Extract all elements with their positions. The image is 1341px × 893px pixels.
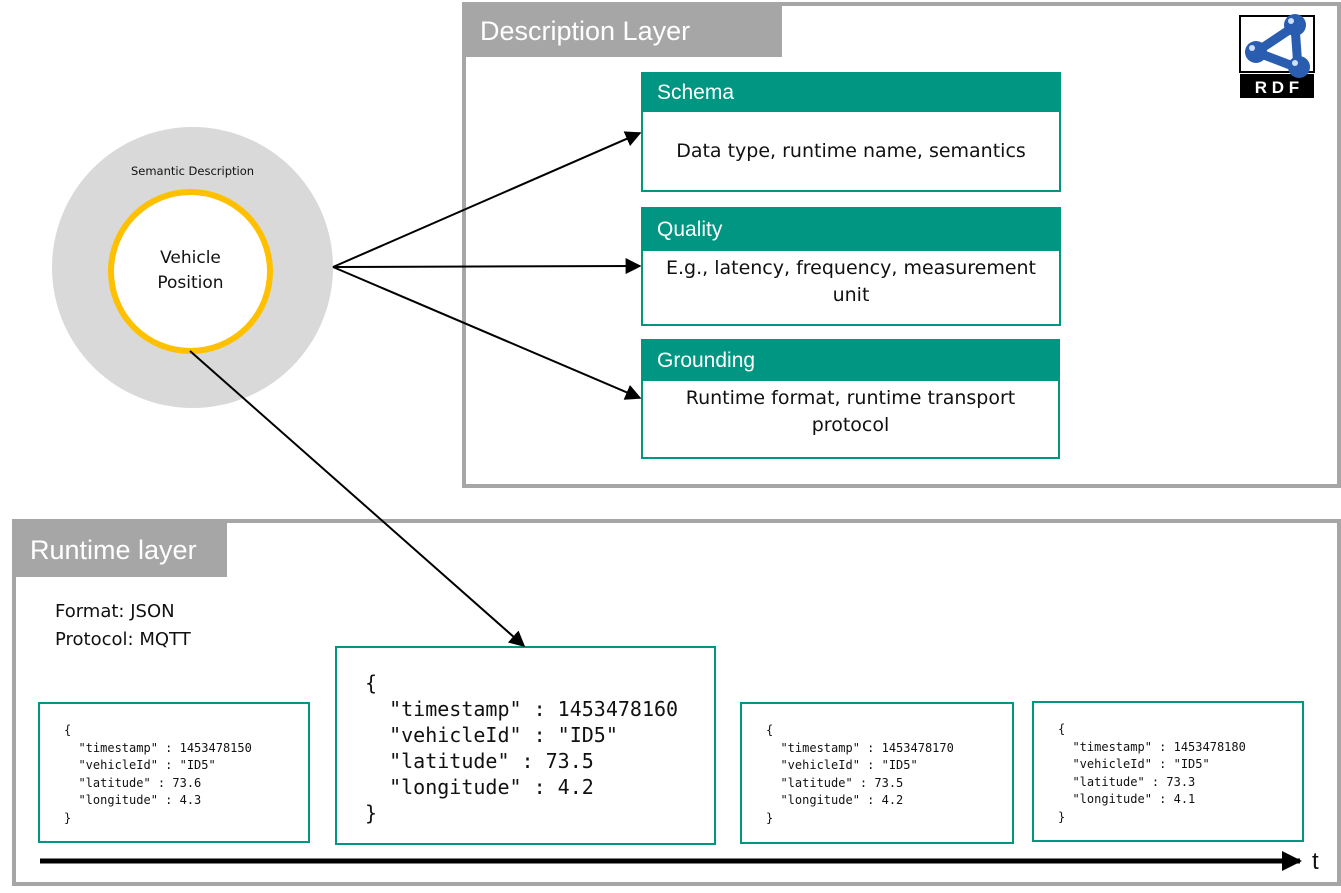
json-event-3-text: { "timestamp" : 1453478170 "vehicleId" :…	[766, 723, 954, 825]
format-line: Format: JSON	[55, 601, 175, 622]
quality-title: Quality	[643, 209, 1059, 251]
json-event-1: { "timestamp" : 1453478150 "vehicleId" :…	[38, 702, 310, 843]
schema-title: Schema	[643, 74, 1059, 112]
runtime-format-info: Format: JSON Protocol: MQTT	[55, 598, 191, 654]
quality-body: E.g., latency, frequency, measurement un…	[665, 257, 1037, 306]
protocol-line: Protocol: MQTT	[55, 629, 191, 650]
json-event-4: { "timestamp" : 1453478180 "vehicleId" :…	[1032, 701, 1304, 842]
time-axis-label: t	[1312, 848, 1319, 875]
rdf-logo: R D F	[1238, 12, 1318, 100]
grounding-body: Runtime format, runtime transport protoc…	[685, 387, 1016, 436]
json-event-2: { "timestamp" : 1453478160 "vehicleId" :…	[335, 646, 716, 845]
vehicle-position-line1: Vehicle	[160, 248, 221, 268]
json-event-3: { "timestamp" : 1453478170 "vehicleId" :…	[740, 702, 1014, 844]
semantic-description-caption: Semantic Description	[130, 164, 255, 178]
runtime-layer-title: Runtime layer	[16, 523, 227, 577]
grounding-box: Grounding Runtime format, runtime transp…	[641, 339, 1060, 459]
schema-box: Schema Data type, runtime name, semantic…	[641, 72, 1061, 192]
description-layer-title: Description Layer	[466, 6, 782, 57]
grounding-title: Grounding	[643, 341, 1058, 381]
rdf-logo-icon: R D F	[1239, 14, 1315, 98]
vehicle-position-label: Vehicle Position	[108, 246, 273, 296]
schema-body: Data type, runtime name, semantics	[676, 139, 1026, 162]
json-event-2-text: { "timestamp" : 1453478160 "vehicleId" :…	[365, 671, 679, 825]
quality-box: Quality E.g., latency, frequency, measur…	[641, 207, 1061, 326]
vehicle-position-line2: Position	[157, 273, 224, 293]
rdf-logo-text: R D F	[1255, 78, 1299, 97]
json-event-4-text: { "timestamp" : 1453478180 "vehicleId" :…	[1058, 722, 1246, 824]
json-event-1-text: { "timestamp" : 1453478150 "vehicleId" :…	[64, 723, 252, 825]
